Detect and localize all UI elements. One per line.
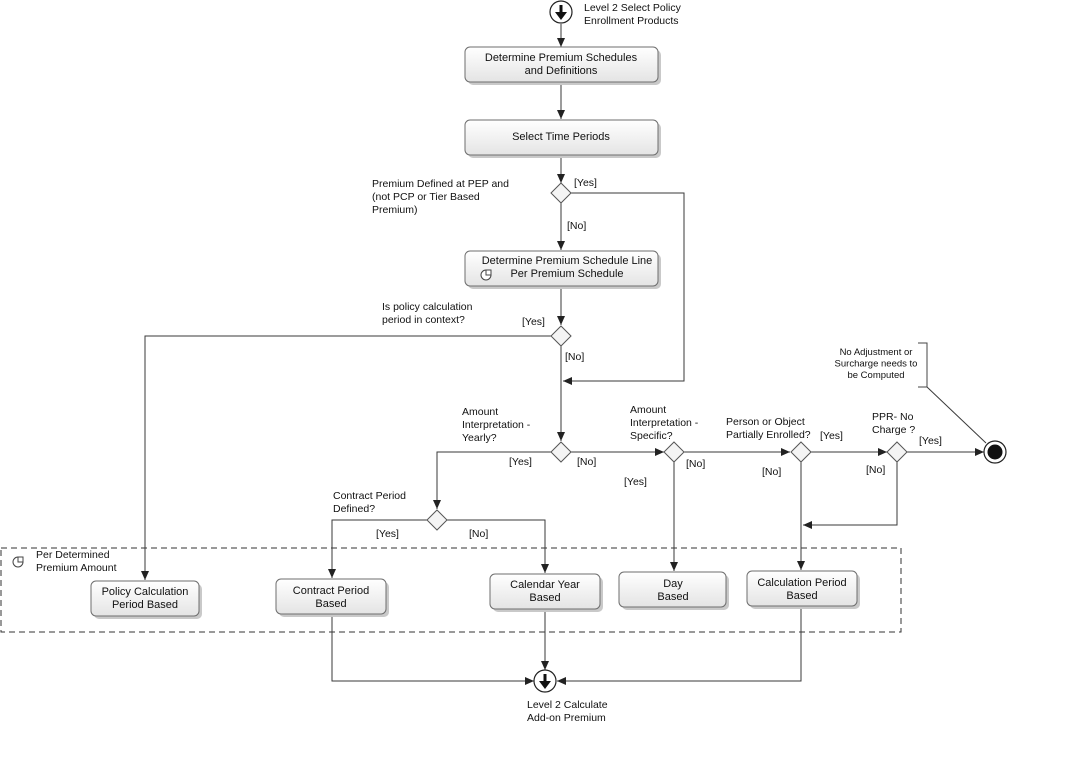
partial-enrolled-decision[interactable] bbox=[790, 441, 812, 463]
guard-yearly-yes: [Yes] bbox=[509, 456, 532, 468]
activity-final-node bbox=[983, 440, 1007, 464]
guard-pep-yes: [Yes] bbox=[574, 177, 597, 189]
edge-yearly-yes bbox=[433, 451, 551, 509]
edge-ctx-yes bbox=[141, 335, 551, 580]
per-determined-premium-region bbox=[0, 547, 902, 633]
select-time-periods-activity[interactable]: Select Time Periods bbox=[464, 119, 661, 158]
edge-contract-no bbox=[447, 519, 549, 573]
end-node bbox=[533, 669, 557, 693]
pep-question: Premium Defined at PEP and(not PCP or Ti… bbox=[372, 178, 509, 216]
guard-partial-no: [No] bbox=[762, 466, 781, 478]
contract-defined-decision[interactable] bbox=[426, 509, 448, 531]
edge-ppr-no bbox=[803, 462, 898, 529]
guard-contract-no: [No] bbox=[469, 528, 488, 540]
region-icon bbox=[12, 556, 24, 568]
guard-ctx-no: [No] bbox=[565, 351, 584, 363]
policy-calc-context-decision[interactable] bbox=[550, 325, 572, 347]
start-node bbox=[549, 0, 573, 24]
ppr-decision[interactable] bbox=[886, 441, 908, 463]
guard-partial-yes: [Yes] bbox=[820, 430, 843, 442]
comment-note bbox=[918, 342, 928, 388]
guard-specific-yes: [Yes] bbox=[624, 476, 647, 488]
note-connector bbox=[926, 386, 987, 444]
edge-contract-to-end bbox=[331, 614, 534, 685]
edge-calcperiod-to-end bbox=[557, 607, 802, 685]
guard-pep-no: [No] bbox=[567, 220, 586, 232]
guard-ppr-yes: [Yes] bbox=[919, 435, 942, 447]
pep-decision[interactable] bbox=[550, 182, 572, 204]
yearly-decision[interactable] bbox=[550, 441, 572, 463]
guard-ctx-yes: [Yes] bbox=[522, 316, 545, 328]
guard-specific-no: [No] bbox=[686, 458, 705, 470]
guard-yearly-no: [No] bbox=[577, 456, 596, 468]
edge-pep-yes bbox=[563, 192, 685, 385]
edges bbox=[141, 24, 987, 685]
guard-ppr-no: [No] bbox=[866, 464, 885, 476]
guard-contract-yes: [Yes] bbox=[376, 528, 399, 540]
edge-contract-yes bbox=[328, 519, 427, 578]
expansion-icon bbox=[480, 269, 492, 281]
select-time-periods-label: Select Time Periods bbox=[512, 131, 610, 143]
specific-decision[interactable] bbox=[663, 441, 685, 463]
